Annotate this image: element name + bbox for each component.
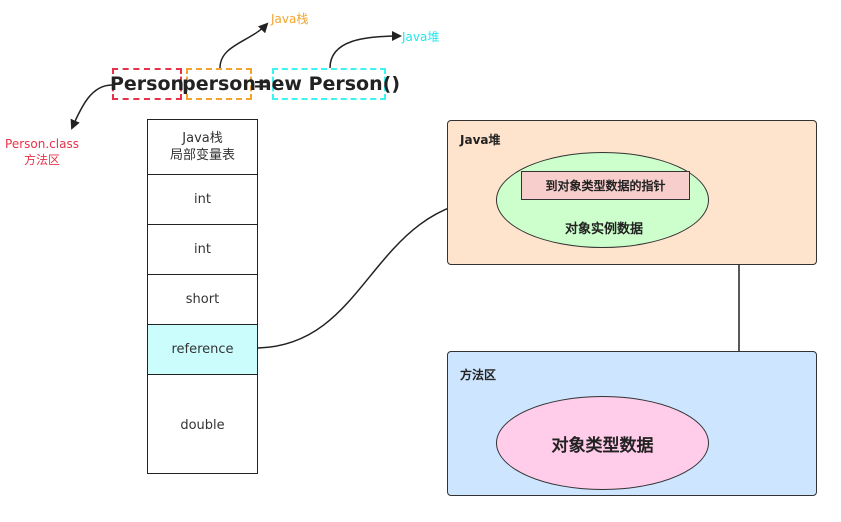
- code-equals: =: [252, 68, 270, 100]
- type-pointer-label: 到对象类型数据的指针: [545, 179, 666, 193]
- instance-data-label: 对象实例数据: [565, 222, 644, 237]
- stack-header-line1: Java栈: [182, 131, 223, 146]
- type-data-ellipse: 对象类型数据: [496, 396, 709, 490]
- stack-row-int-1: int: [148, 174, 257, 224]
- type-pointer-box: 到对象类型数据的指针: [521, 171, 690, 200]
- code-equals-text: =: [253, 73, 269, 95]
- annotation-stack: Java栈: [271, 12, 309, 26]
- stack-row-label: int: [194, 242, 211, 257]
- annotation-heap: Java堆: [402, 30, 440, 44]
- type-data-label: 对象类型数据: [551, 435, 654, 456]
- stack-header-line2: 局部变量表: [169, 148, 235, 163]
- code-variable: person: [182, 73, 256, 95]
- method-area-title: 方法区: [460, 368, 497, 382]
- code-expression-box: new Person(): [258, 68, 400, 100]
- stack-row-reference: reference: [148, 324, 257, 374]
- stack-row-short: short: [148, 274, 257, 324]
- code-type: Person: [109, 73, 185, 95]
- annotation-method-area-line1: Person.class: [5, 137, 79, 151]
- stack-row-label: reference: [171, 342, 234, 357]
- stack-row-label: short: [185, 292, 220, 307]
- stack-table: Java栈 局部变量表 int int short reference doub…: [147, 119, 258, 474]
- arrow-instance-to-heap: [329, 31, 402, 69]
- stack-row-int-2: int: [148, 224, 257, 274]
- annotation-method-area: Person.class 方法区: [0, 136, 84, 168]
- code-type-box: Person: [109, 68, 185, 100]
- arrow-variable-to-stack: [219, 22, 269, 69]
- stack-row-double: double: [148, 374, 257, 475]
- heap-region-title: Java堆: [460, 133, 501, 147]
- code-expression: new Person(): [257, 73, 401, 95]
- instance-data-ellipse: [496, 152, 709, 248]
- stack-row-label: int: [194, 192, 211, 207]
- stack-row-label: double: [180, 417, 225, 433]
- code-variable-box: person: [182, 68, 256, 100]
- arrow-type-to-method-area: [70, 84, 113, 130]
- stack-table-header: Java栈 局部变量表: [148, 120, 257, 174]
- annotation-method-area-line2: 方法区: [23, 153, 60, 167]
